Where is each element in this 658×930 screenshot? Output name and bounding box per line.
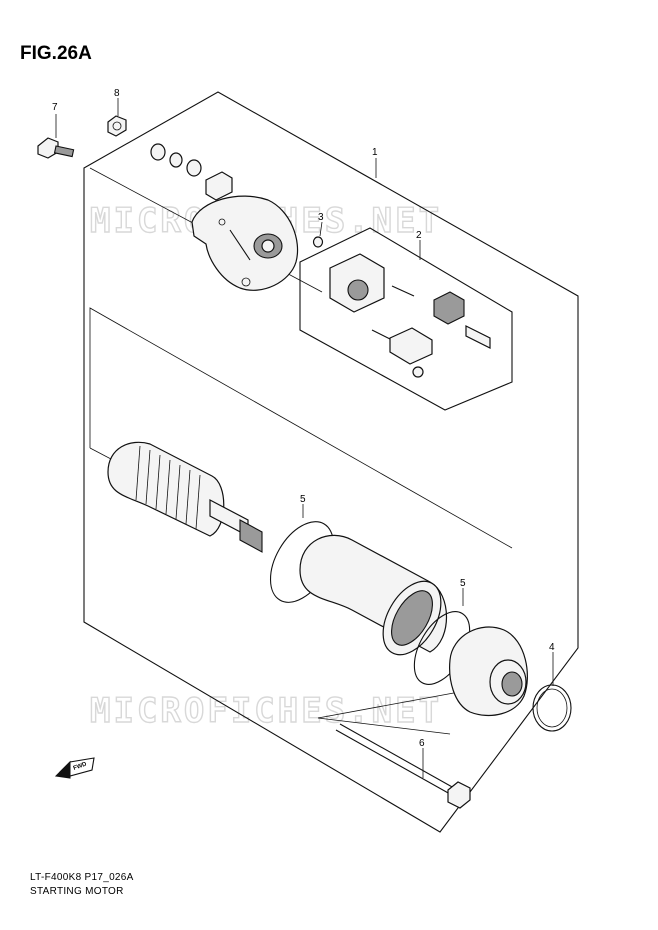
figure-title: FIG.26A [20, 43, 92, 64]
callout-leaders [55, 98, 554, 778]
fwd-label: FWD [73, 761, 89, 772]
figure-code: LT-F400K8 P17_026A [30, 872, 134, 883]
alignment-line-bottom-b [317, 717, 451, 735]
callout-2: 2 [416, 230, 422, 241]
callout-1: 1 [372, 147, 378, 158]
callout-5a: 5 [300, 494, 306, 505]
end-cover [191, 195, 299, 291]
assembly-frame [83, 91, 579, 833]
brush-holder-frame [299, 227, 513, 411]
brush-holder-part-2 [329, 253, 491, 378]
nut-part-8 [107, 115, 127, 137]
figure-name: STARTING MOTOR [30, 886, 124, 897]
armature-subframe [89, 307, 513, 549]
washer-stack [150, 143, 233, 201]
watermark-bottom: MICROFICHES.NET [90, 691, 442, 731]
o-ring-part-3 [312, 236, 324, 248]
o-ring-part-4 [532, 684, 572, 732]
armature [107, 441, 263, 553]
bolt-part-7 [37, 137, 75, 159]
alignment-line-bottom-a [317, 689, 471, 719]
yoke-housing [299, 534, 448, 656]
callout-7: 7 [52, 102, 58, 113]
callout-3: 3 [318, 212, 324, 223]
fwd-arrow-icon: FWD [54, 757, 95, 779]
callout-5b: 5 [460, 578, 466, 589]
through-bolt-part-6 [335, 723, 471, 809]
callout-4: 4 [549, 642, 555, 653]
callout-6: 6 [419, 738, 425, 749]
front-bracket [449, 626, 528, 717]
o-ring-part-4-inner [536, 688, 568, 728]
callout-8: 8 [114, 88, 120, 99]
